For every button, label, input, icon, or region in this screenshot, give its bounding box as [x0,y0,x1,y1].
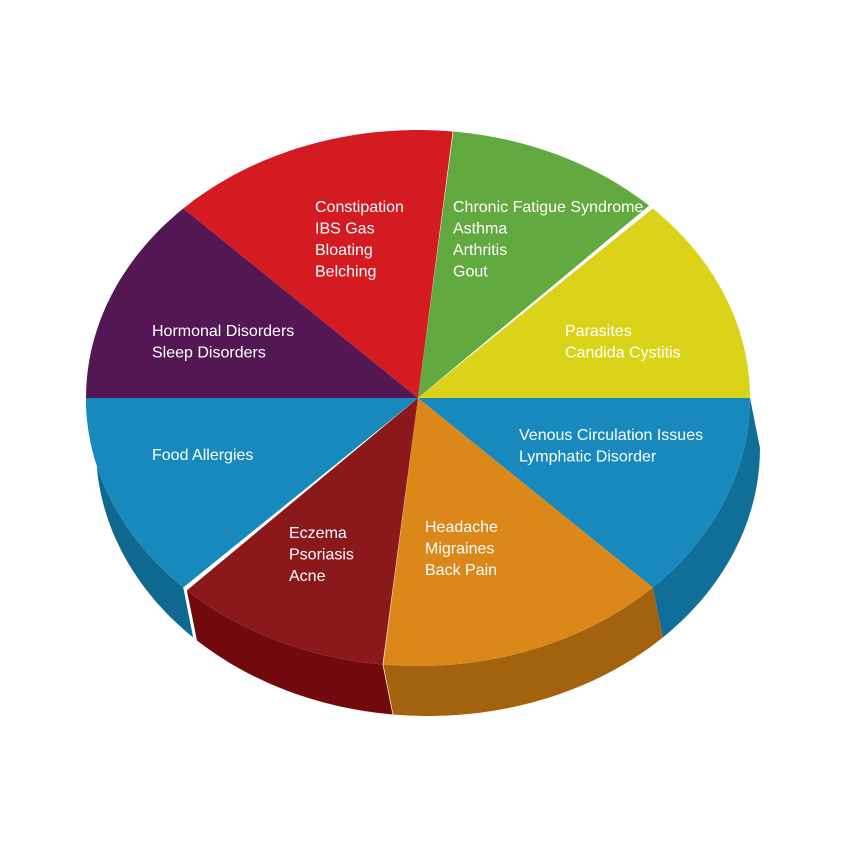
slice-label: Eczema [289,525,347,542]
slice-label: Belching [315,264,376,281]
pie-slice-skin [186,398,418,665]
slice-label: Constipation [315,199,404,216]
slice-label: Candida Cystitis [565,345,681,362]
slice-label: Acne [289,568,326,585]
pie-side-walls [86,398,760,716]
pie-slice-fatigue [418,131,650,398]
slice-label: Food Allergies [152,447,253,464]
slice-label: IBS Gas [315,221,375,238]
slice-label: Parasites [565,323,632,340]
pie-side-skin [186,590,393,715]
pie-slice-parasites [418,208,750,398]
pie-side-allergies [86,398,194,638]
slice-label: Gout [453,264,488,281]
slice-label: Migraines [425,541,494,558]
pie-slice-hormonal [86,208,418,398]
pie-side-circulation [652,398,760,638]
slice-label: Back Pain [425,562,497,579]
slice-label: Headache [425,519,498,536]
slice-label: Chronic Fatigue Syndrome [453,199,643,216]
slice-label: Asthma [453,221,507,238]
slice-label: Psoriasis [289,547,354,564]
pie-slice-digestive [183,130,453,398]
slice-label: Venous Circulation Issues [519,427,703,444]
slice-label: Lymphatic Disorder [519,449,657,466]
pie-side-pain [383,587,663,716]
pie-slices [86,130,750,666]
slice-label: Sleep Disorders [152,345,266,362]
slice-label: Arthritis [453,242,507,259]
pie-slice-circulation [418,398,750,588]
pie-slice-allergies [86,398,418,588]
pie-slice-pain [383,398,653,666]
slice-label: Bloating [315,242,373,259]
slice-label: Hormonal Disorders [152,323,294,340]
